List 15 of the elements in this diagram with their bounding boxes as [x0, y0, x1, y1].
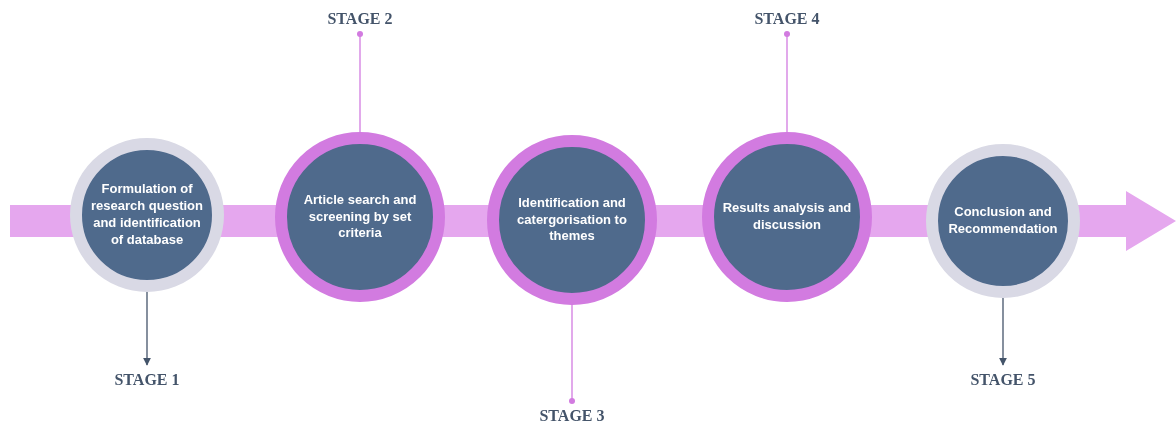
stage-label: STAGE 2 — [310, 8, 410, 30]
stage-description: Conclusion and Recommendation — [947, 204, 1059, 238]
stage-label: STAGE 4 — [737, 8, 837, 30]
leader-line — [357, 31, 363, 133]
stage-description: Results analysis and discussion — [721, 200, 853, 234]
leader-line — [784, 31, 790, 133]
arrow — [999, 297, 1007, 366]
stage-label: STAGE 5 — [953, 369, 1053, 391]
stage-label: STAGE 3 — [522, 405, 622, 427]
stage-description: Formulation of research question and identification of database — [90, 181, 204, 249]
leader-line — [569, 304, 575, 404]
stage-description: Identification and catergorisation to themes — [516, 194, 628, 246]
arrow — [143, 291, 151, 366]
stage-label: STAGE 1 — [97, 369, 197, 391]
stage-description: Article search and screening by set criteria — [302, 191, 418, 243]
